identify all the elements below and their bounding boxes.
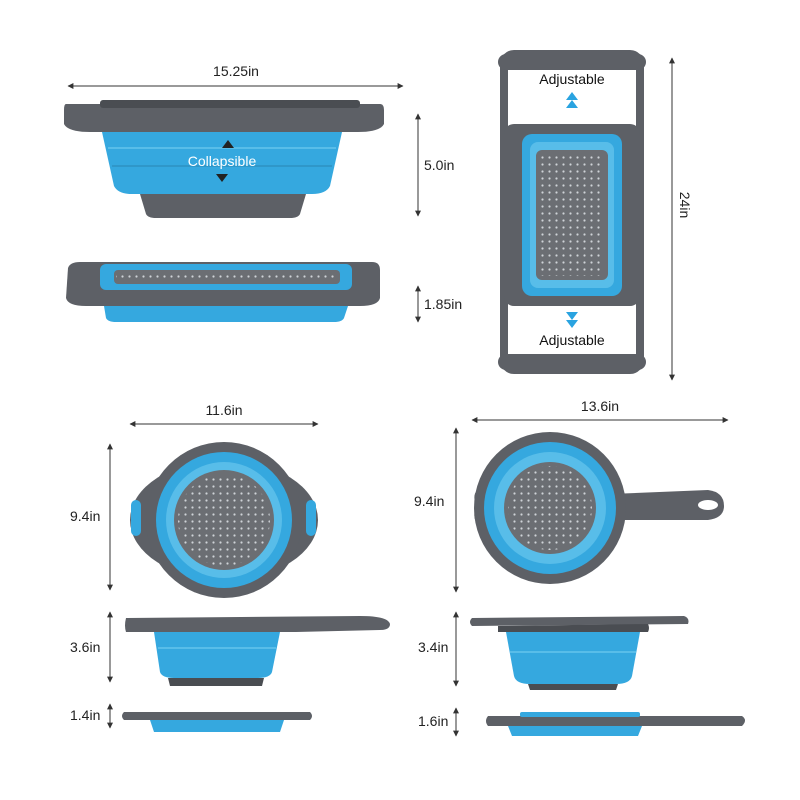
round-side-rim-handle (125, 616, 390, 632)
collapse-down-arrow-icon (216, 174, 228, 182)
oblong-height-label: 5.0in (424, 157, 454, 173)
adjustable-down-arrow-icon (566, 312, 578, 328)
long-handle-side-rim (470, 616, 689, 626)
round-side-blue-body (154, 632, 280, 678)
right-handle-hole (306, 500, 316, 536)
oblong-colander-side-view: 15.25in Collapsible 5.0in (64, 63, 454, 218)
round-colander-side-handles: 11.6in 9.4in 3.6in 1.4in (70, 402, 390, 732)
long-handle-width-label: 13.6in (581, 398, 619, 414)
oblong-extended-length-label: 24in (677, 192, 693, 218)
oblong-folded-blue-base (104, 306, 348, 322)
round-folded-blue-base (150, 720, 284, 732)
oblong-colander-top-view: Adjustable Adjustable 24in (498, 50, 693, 381)
round-colander-long-handle: 13.6in 9.4in 3.4in 1.6in (414, 398, 745, 737)
collapsible-callout: Collapsible (188, 153, 257, 169)
adjustable-top-callout: Adjustable (539, 71, 605, 87)
oblong-rim (64, 104, 384, 132)
long-handle-folded-height-label: 1.6in (418, 713, 448, 729)
oblong-colander-folded-view: 1.85in (66, 262, 462, 323)
left-handle-hole (131, 500, 141, 536)
long-handle-height-label: 3.4in (418, 639, 448, 655)
oblong-width-label: 15.25in (213, 63, 259, 79)
adjustable-up-arrow-icon (566, 92, 578, 108)
round-width-label: 11.6in (205, 402, 242, 418)
round-diameter-label: 9.4in (70, 508, 100, 524)
oblong-folded-height-label: 1.85in (424, 296, 462, 312)
adjustable-bottom-callout: Adjustable (539, 332, 605, 348)
round-height-label: 3.6in (70, 639, 100, 655)
long-handle-folded-blue-base (508, 726, 642, 736)
hanging-hole (698, 500, 718, 510)
oblong-base (140, 194, 306, 218)
long-handle-diameter-label: 9.4in (414, 493, 444, 509)
long-handle-side-blue-body (506, 632, 640, 684)
long-handle-folded-rim (486, 716, 745, 726)
round-folded-height-label: 1.4in (70, 707, 100, 723)
round-folded-rim (122, 712, 312, 720)
long-handle (610, 490, 724, 520)
collapse-up-arrow-icon (222, 140, 234, 148)
